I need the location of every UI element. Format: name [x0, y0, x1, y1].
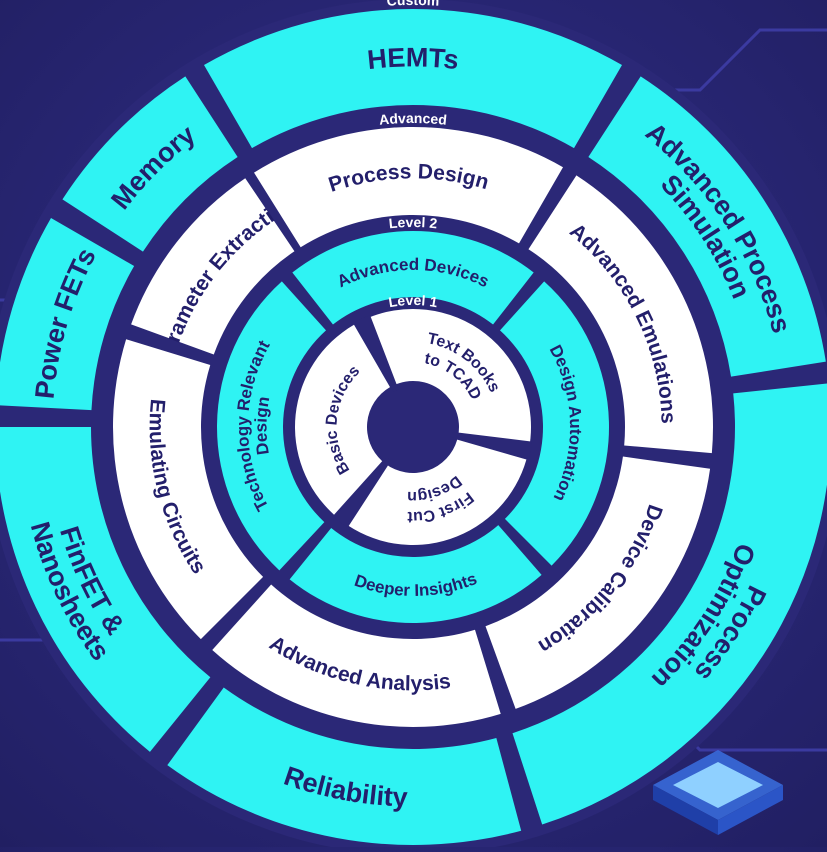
ring-segment[interactable] [113, 339, 264, 640]
ring-level-label: Level 2 [388, 214, 438, 231]
segment-label: Design [251, 395, 273, 456]
ring-level-label: Custom [386, 0, 439, 9]
ring-segment[interactable] [131, 178, 295, 355]
hub-spoke [354, 314, 399, 393]
hub-spoke [451, 431, 533, 459]
ring-segment[interactable] [363, 309, 532, 450]
ring-segment[interactable] [217, 281, 327, 571]
hub-spoke [334, 457, 392, 528]
ring-segment[interactable] [62, 76, 238, 252]
ring-segment[interactable] [204, 8, 622, 149]
center-hub [334, 314, 533, 528]
ring-segment[interactable] [292, 230, 534, 325]
ring-segment[interactable] [167, 687, 522, 845]
ring-segment[interactable] [499, 281, 609, 566]
ring-segment[interactable] [0, 218, 135, 411]
ring-level-label: Advanced [378, 110, 447, 128]
segment-label: HEMTs [366, 42, 460, 75]
ring-segment[interactable] [0, 427, 211, 752]
ring-segment[interactable] [341, 439, 527, 546]
ring-segment[interactable] [212, 584, 501, 727]
chip-icon [653, 750, 783, 835]
hub-circle [369, 383, 457, 471]
ring-segment[interactable] [294, 324, 390, 515]
ring-segment[interactable] [289, 525, 542, 623]
ring-segment[interactable] [254, 127, 563, 248]
ring-segment[interactable] [485, 456, 711, 709]
ring-segment[interactable] [512, 383, 827, 825]
ring-segment[interactable] [528, 175, 713, 454]
ring-segment[interactable] [588, 76, 826, 377]
